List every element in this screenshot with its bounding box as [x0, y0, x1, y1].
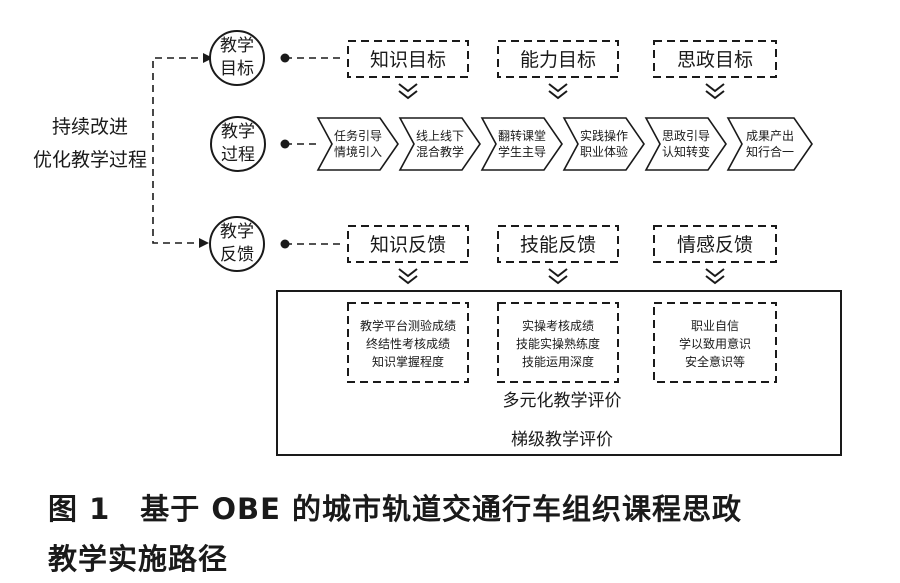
evaluation-knowledge-line2: 终结性考核成绩: [366, 336, 450, 351]
goal-label-ideology: 思政目标: [677, 49, 753, 71]
loop-arrowhead-top: [203, 53, 213, 63]
process-step-1-line1: 任务引导: [334, 128, 382, 143]
circle-goal-line2: 目标: [220, 59, 254, 79]
evaluation-box-skill: 实操考核成绩 技能实操熟练度 技能运用深度: [497, 302, 619, 383]
chevron-down-icon: [548, 83, 568, 100]
process-step-4-line2: 职业体验: [580, 144, 628, 159]
goal-label-ability: 能力目标: [520, 49, 596, 71]
circle-feedback-line1: 教学: [220, 222, 254, 242]
process-step-2-line2: 混合教学: [416, 144, 464, 159]
evaluation-box-knowledge: 教学平台测验成绩 终结性考核成绩 知识掌握程度: [347, 302, 469, 383]
process-step-5: 思政引导 认知转变: [644, 117, 727, 171]
chevron-down-icon: [705, 268, 725, 285]
process-step-1-line2: 情境引入: [334, 144, 382, 159]
process-step-5-line1: 思政引导: [662, 129, 710, 143]
evaluation-box-emotion: 职业自信 学以致用意识 安全意识等: [653, 302, 777, 383]
process-step-3-line1: 翻转课堂: [498, 128, 546, 143]
evaluation-knowledge-line1: 教学平台测验成绩: [360, 318, 456, 333]
process-step-3-line2: 学生主导: [498, 144, 546, 159]
feedback-label-emotion: 情感反馈: [677, 234, 753, 256]
goal-box-ability: 能力目标: [497, 40, 619, 78]
process-step-4: 实践操作 职业体验: [562, 117, 645, 171]
process-step-3: 翻转课堂 学生主导: [480, 117, 563, 171]
goal-row-connector: [280, 53, 343, 63]
process-step-4-line1: 实践操作: [580, 128, 628, 143]
circle-teaching-process: 教学 过程: [210, 116, 266, 172]
process-step-2-line1: 线上线下: [416, 129, 464, 143]
left-label-line2: 优化教学过程: [33, 149, 147, 171]
evaluation-skill-line1: 实操考核成绩: [522, 318, 594, 333]
evaluation-frame: [276, 290, 842, 456]
feedback-row-connector: [280, 239, 343, 249]
circle-teaching-feedback: 教学 反馈: [209, 216, 265, 272]
feedback-loop-connector: [152, 57, 210, 248]
feedback-label-skill: 技能反馈: [520, 234, 596, 256]
process-step-6: 成果产出 知行合一: [726, 117, 813, 171]
goal-box-knowledge: 知识目标: [347, 40, 469, 78]
circle-process-line1: 教学: [221, 122, 255, 142]
feedback-box-emotion: 情感反馈: [653, 225, 777, 263]
circle-feedback-line2: 反馈: [220, 245, 254, 265]
process-step-5-line2: 认知转变: [662, 144, 710, 159]
left-label-line1: 持续改进: [52, 116, 128, 138]
process-step-6-line1: 成果产出: [746, 129, 794, 143]
circle-process-line2: 过程: [221, 145, 255, 165]
process-step-6-line2: 知行合一: [746, 144, 794, 159]
circle-goal-line1: 教学: [220, 36, 254, 56]
process-step-2: 线上线下 混合教学: [398, 117, 481, 171]
evaluation-knowledge-line3: 知识掌握程度: [372, 354, 444, 369]
process-step-1: 任务引导 情境引入: [316, 117, 399, 171]
feedback-box-skill: 技能反馈: [497, 225, 619, 263]
figure-caption-line2: 教学实施路径: [48, 542, 229, 576]
chevron-down-icon: [398, 268, 418, 285]
evaluation-emotion-line2: 学以致用意识: [679, 336, 751, 351]
circle-teaching-goal: 教学 目标: [209, 30, 265, 86]
feedback-label-knowledge: 知识反馈: [370, 234, 446, 256]
goal-label-knowledge: 知识目标: [370, 49, 446, 71]
goal-box-ideology: 思政目标: [653, 40, 777, 78]
obe-path-diagram: 持续改进 优化教学过程 教学 目标 教学 过程 教学 反馈 知识目标: [33, 30, 842, 456]
evaluation-skill-line2: 技能实操熟练度: [516, 336, 600, 351]
chevron-down-icon: [548, 268, 568, 285]
evaluation-emotion-line3: 安全意识等: [685, 354, 745, 369]
evaluation-emotion-line1: 职业自信: [691, 319, 739, 333]
feedback-box-knowledge: 知识反馈: [347, 225, 469, 263]
multi-eval-label: 多元化教学评价: [503, 391, 622, 411]
tier-eval-label: 梯级教学评价: [511, 430, 613, 450]
chevron-down-icon: [398, 83, 418, 100]
process-row-connector: [280, 139, 318, 149]
chevron-down-icon: [705, 83, 725, 100]
evaluation-skill-line3: 技能运用深度: [522, 354, 594, 369]
figure-caption-line1: 图 1 基于 OBE 的城市轨道交通行车组织课程思政: [48, 492, 743, 526]
